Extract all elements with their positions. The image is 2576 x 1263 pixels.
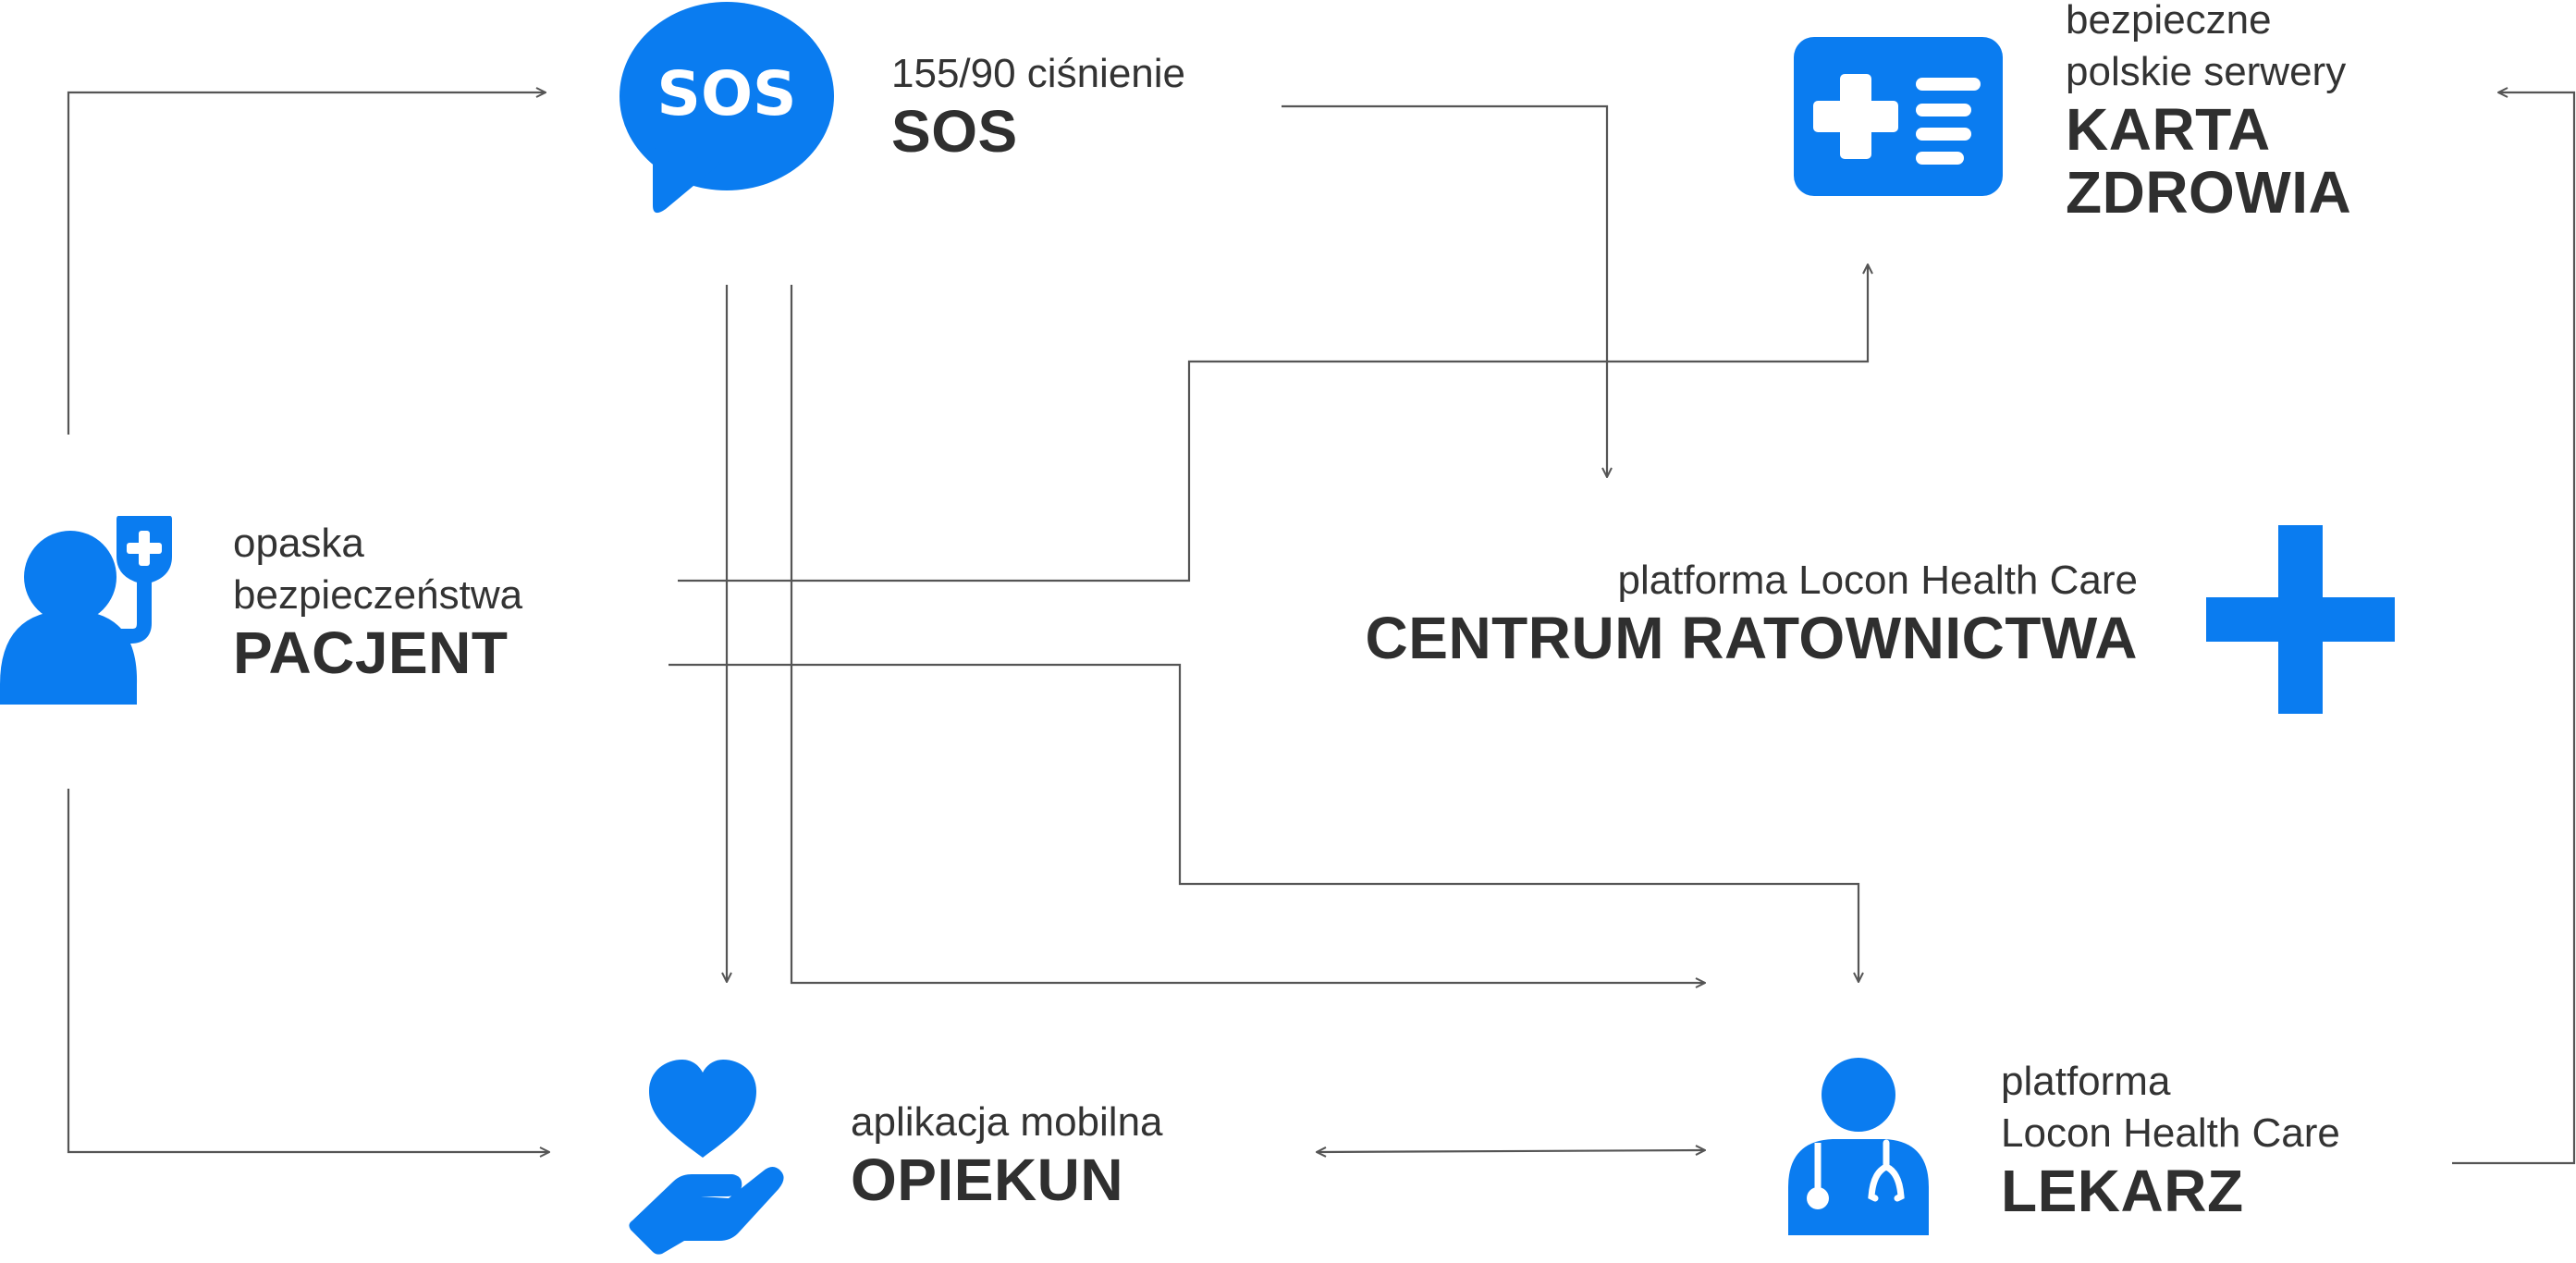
lekarz-title: LEKARZ [2001,1158,2244,1224]
pacjent-subtitle-line1: opaska [233,521,364,566]
lekarz-label: platforma Locon Health Care LEKARZ [2001,1056,2340,1222]
lekarz-subtitle-line1: platforma [2001,1059,2171,1104]
pacjent-subtitle-line2: bezpieczeństwa [233,572,523,618]
opiekun-label: aplikacja mobilna OPIEKUN [851,1097,1163,1211]
karta-subtitle-line1: bezpieczne [2066,0,2272,43]
connector-pacjent-lekarz [669,663,1858,982]
doctor-stethoscope-icon [1788,1058,1929,1235]
sos-subtitle: 155/90 ciśnienie [891,51,1186,96]
centrum-label: platforma Locon Health Care CENTRUM RATO… [1366,555,2138,669]
medical-cross-icon [2206,525,2395,714]
connector-pacjent-karta [678,264,1868,582]
karta-label: bezpieczne polskie serwery KARTA ZDROWIA [2066,0,2351,224]
karta-title-line1: KARTA [2066,96,2271,163]
pacjent-title: PACJENT [233,619,509,686]
connector-lekarz-karta [2452,92,2576,1165]
sos-icon-text: SOS [656,58,796,129]
centrum-subtitle: platforma Locon Health Care [1617,558,2138,603]
connector-sos-lekarz [790,285,1705,983]
speech-bubble-sos-icon: SOS [619,2,834,214]
connector-pacjent-sos [67,92,546,435]
lekarz-subtitle-line2: Locon Health Care [2001,1110,2340,1156]
karta-subtitle-line2: polskie serwery [2066,49,2347,94]
karta-title-line2: ZDROWIA [2066,159,2352,226]
connector-sos-centrum [1282,104,1607,477]
connector-opiekun-lekarz [1317,1150,1705,1152]
heart-hand-icon [629,1060,784,1255]
opiekun-subtitle: aplikacja mobilna [851,1099,1163,1145]
medical-card-icon [1794,37,2003,196]
pacjent-label: opaska bezpieczeństwa PACJENT [233,518,522,684]
centrum-title: CENTRUM RATOWNICTWA [1365,605,2138,671]
sos-title: SOS [891,98,1018,165]
sos-label: 155/90 ciśnienie SOS [891,48,1185,163]
patient-wristband-icon [0,516,172,705]
opiekun-title: OPIEKUN [851,1147,1124,1213]
connector-pacjent-opiekun [67,789,549,1152]
